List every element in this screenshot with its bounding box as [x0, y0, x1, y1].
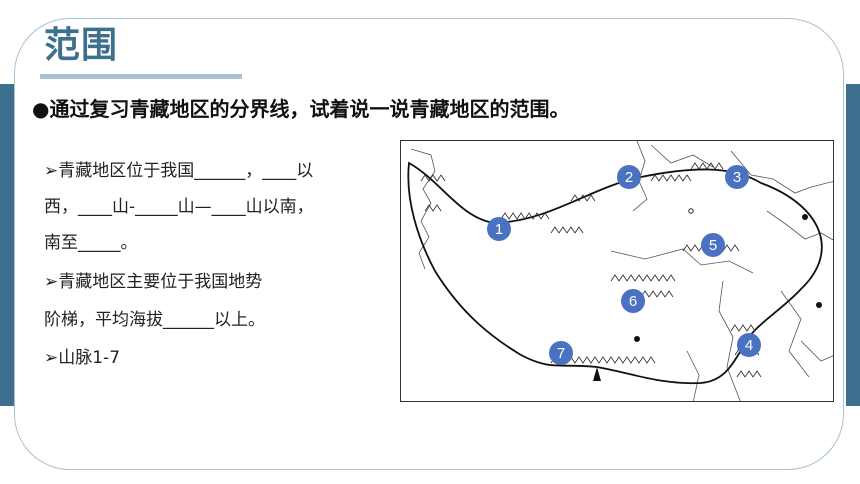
- map-marker-7: [549, 341, 573, 365]
- province-boundaries: [410, 141, 833, 401]
- main-heading: ●通过复习青藏地区的分界线，试着说一说青藏地区的范围。: [32, 97, 570, 121]
- mountain-hatching: [420, 162, 762, 378]
- question-line-6: ➢山脉1-7: [44, 348, 121, 368]
- question-line-1: ➢青藏地区位于我国______，____以: [44, 161, 314, 181]
- map-marker-1: [487, 217, 511, 241]
- city-dots: [634, 208, 822, 342]
- map-marker-3-label: 3: [733, 169, 741, 186]
- region-boundary: [407, 161, 823, 385]
- slide-title: 范围: [44, 25, 119, 66]
- question-line-5: 阶梯，平均海拔______以上。: [44, 310, 265, 330]
- map-markers: 1 2 3 4 5 6 7: [487, 165, 761, 365]
- title-underline: [40, 74, 242, 79]
- map-marker-3: [725, 165, 749, 189]
- map-marker-4: [737, 333, 761, 357]
- map-marker-5-label: 5: [709, 237, 717, 254]
- map-marker-1-label: 1: [495, 221, 503, 238]
- map-marker-7-label: 7: [557, 345, 565, 362]
- question-line-3: 南至_____。: [44, 233, 138, 253]
- map-marker-6: [621, 289, 645, 313]
- map-marker-5: [701, 233, 725, 257]
- map-marker-4-label: 4: [745, 337, 753, 354]
- map-svg: 1 2 3 4 5 6 7: [407, 141, 833, 401]
- question-line-4: ➢青藏地区主要位于我国地势: [44, 272, 263, 292]
- qinghai-tibet-map: 1 2 3 4 5 6 7: [400, 140, 834, 402]
- map-marker-6-label: 6: [629, 293, 637, 310]
- left-side-bar: [0, 84, 14, 406]
- peak-triangle-icon: [593, 367, 601, 381]
- map-marker-2: [617, 165, 641, 189]
- question-line-2: 西，____山-_____山—____山以南，: [44, 197, 314, 217]
- map-marker-2-label: 2: [625, 169, 633, 186]
- right-side-bar: [846, 84, 860, 406]
